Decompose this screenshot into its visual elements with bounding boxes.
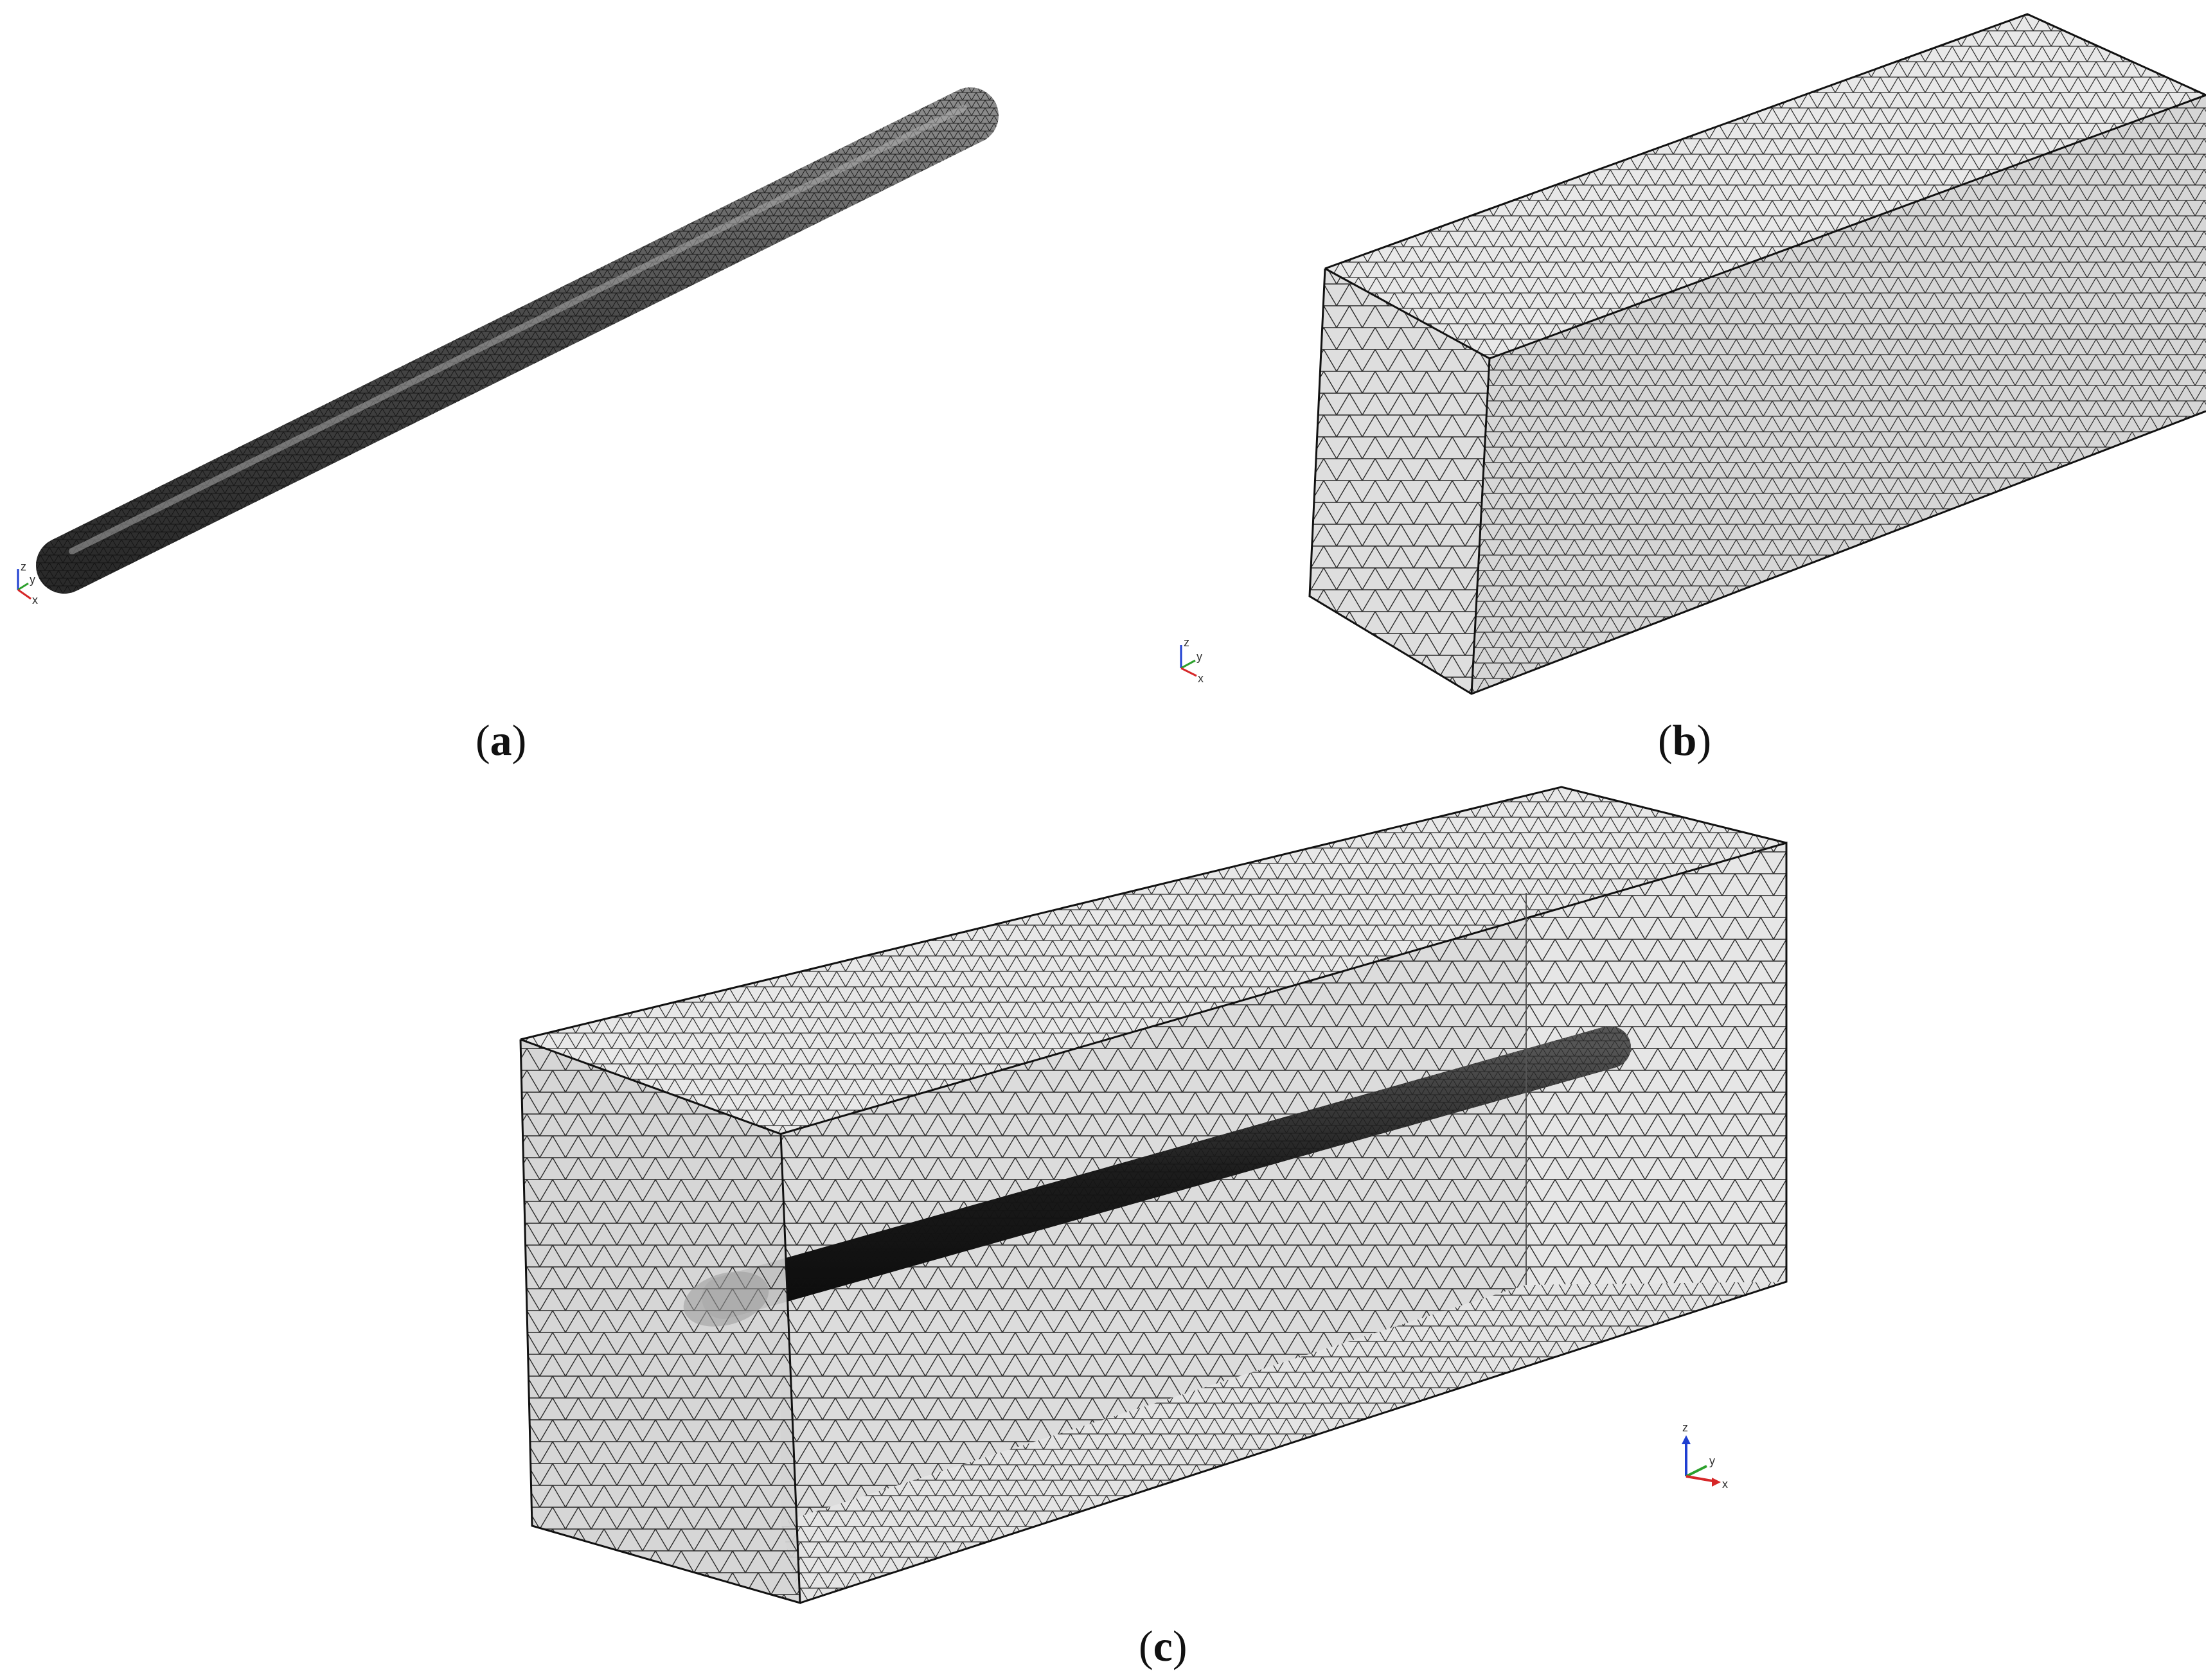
axis-y-label: y [1709, 1455, 1715, 1467]
axis-z-label: z [1184, 636, 1189, 649]
axis-triad-a: z y x [17, 560, 38, 606]
caption-a: (a) [476, 716, 526, 765]
rod-mesh-overlay [36, 87, 999, 594]
axis-y-label: y [1196, 650, 1202, 663]
rod-c-mesh-overlay [702, 1026, 1631, 1319]
panel-c-assembly-mesh [519, 786, 1788, 1605]
rod-highlight [69, 105, 967, 554]
axis-x-label: x [1722, 1478, 1728, 1490]
axis-x-label: x [32, 594, 38, 606]
caption-c: (c) [1139, 1622, 1188, 1670]
caption-b: (b) [1658, 716, 1711, 765]
axis-x-label: x [1198, 672, 1204, 685]
axis-z-label: z [1682, 1421, 1688, 1434]
panel-b-box-mesh [1308, 13, 2206, 695]
axis-z-label: z [21, 560, 26, 573]
panel-a-rod-mesh [36, 87, 999, 594]
axis-triad-c: z y x [1682, 1421, 1728, 1490]
axis-y-label: y [30, 573, 35, 586]
axis-triad-b: z y x [1180, 636, 1204, 685]
rod-c-end-ghost [683, 1271, 769, 1327]
